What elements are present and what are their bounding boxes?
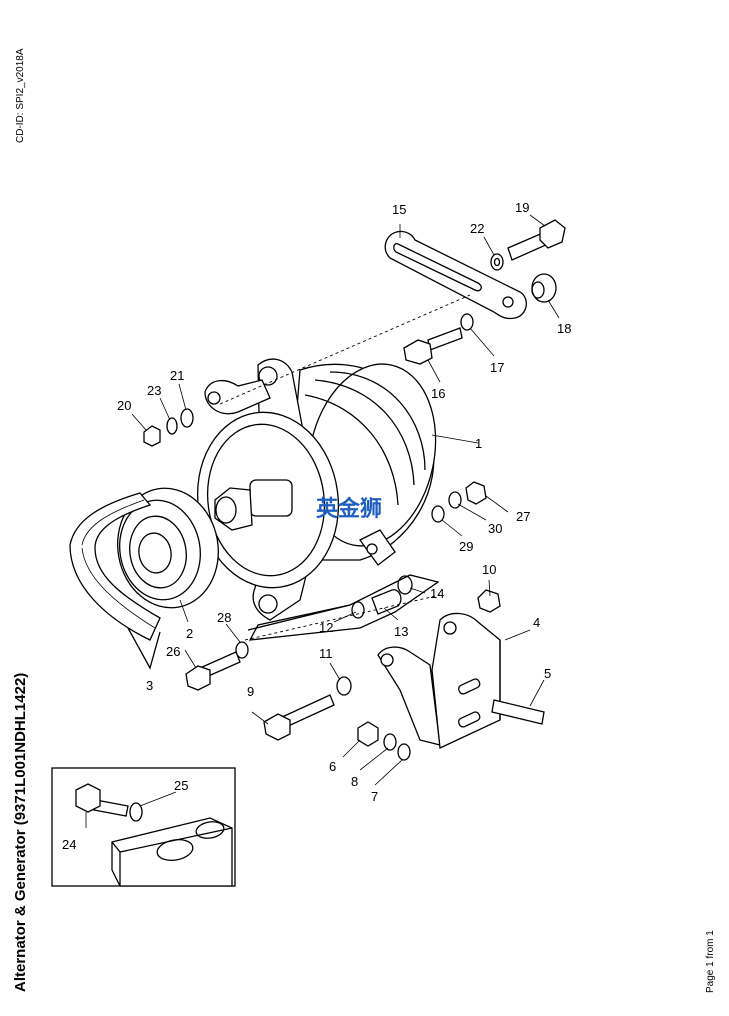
inset-detail [51,767,236,887]
mounting-bracket [377,612,501,749]
callout-9: 9 [247,684,254,699]
callout-29: 29 [459,539,473,554]
callout-6: 6 [329,759,336,774]
callout-10: 10 [482,562,496,577]
callout-3: 3 [146,678,153,693]
callout-1: 1 [475,436,482,451]
callout-23: 23 [147,383,161,398]
callout-2: 2 [186,626,193,641]
callout-28: 28 [217,610,231,625]
callout-22: 22 [470,221,484,236]
callout-25: 25 [174,778,188,793]
watermark-text: 英金狮 [316,496,382,522]
callout-11: 11 [319,646,333,661]
leader-lines [85,214,560,828]
callout-15: 15 [392,202,406,217]
callout-14: 14 [430,586,444,601]
callout-labels: 1 2 3 4 5 6 7 8 9 10 11 12 13 14 15 16 1… [62,200,571,852]
callout-5: 5 [544,666,551,681]
callout-8: 8 [351,774,358,789]
callout-24: 24 [62,837,76,852]
callout-21: 21 [170,368,184,383]
callout-13: 13 [394,624,408,639]
callout-17: 17 [490,360,504,375]
callout-16: 16 [431,386,445,401]
callout-12: 12 [319,620,333,635]
callout-7: 7 [371,789,378,804]
callout-18: 18 [557,321,571,336]
callout-19: 19 [515,200,529,215]
callout-4: 4 [533,615,540,630]
callout-26: 26 [166,644,180,659]
v-belt [69,492,161,670]
callout-27: 27 [516,509,530,524]
adjusting-bracket [384,230,527,320]
fasteners [143,219,566,761]
callout-20: 20 [117,398,131,413]
alternator-housing [196,358,437,621]
pulley [117,487,219,609]
callout-30: 30 [488,521,502,536]
